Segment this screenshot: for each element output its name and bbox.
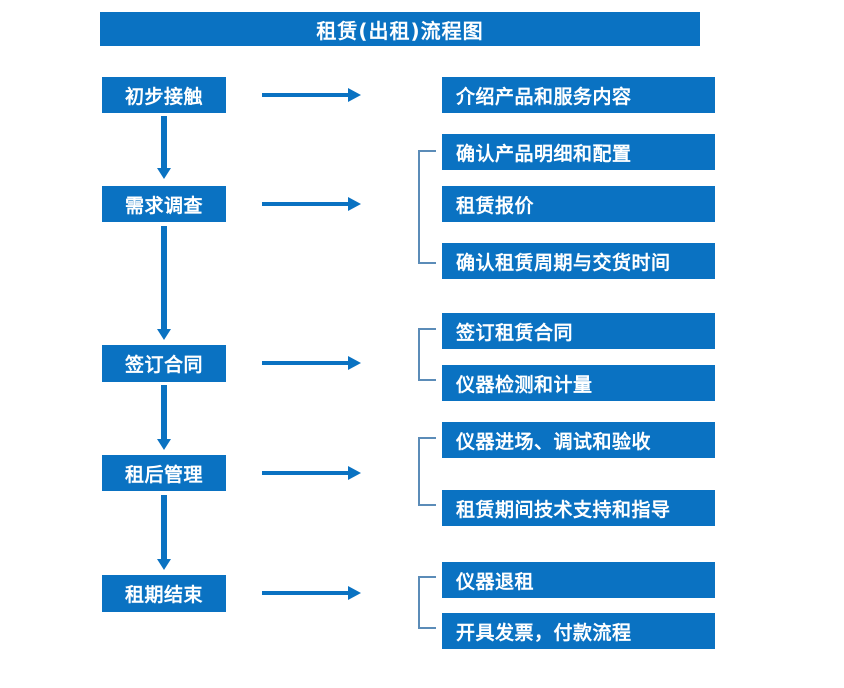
arrow-down-stage-3-to-4: [156, 385, 172, 451]
arrow-right-stage-4: [262, 465, 362, 481]
arrow-down-stage-2-to-3: [156, 226, 172, 341]
stage-box-rental-end[interactable]: 租期结束: [102, 575, 226, 612]
arrow-right-stage-1: [262, 87, 362, 103]
group-bracket-post-rental: [418, 437, 436, 506]
arrow-down-stage-4-to-5: [156, 495, 172, 571]
stage-box-post-rental-management[interactable]: 租后管理: [102, 455, 226, 491]
stage-box-demand-survey[interactable]: 需求调查: [102, 186, 226, 222]
arrow-right-stage-5: [262, 585, 362, 601]
chart-title: 租赁(出租)流程图: [100, 12, 700, 46]
group-bracket-sign-contract: [418, 328, 436, 381]
detail-box-technical-support[interactable]: 租赁期间技术支持和指导: [442, 490, 715, 526]
detail-box-instrument-return[interactable]: 仪器退租: [442, 562, 715, 598]
detail-box-sign-rental-contract[interactable]: 签订租赁合同: [442, 313, 715, 349]
arrow-right-stage-2: [262, 196, 362, 212]
detail-box-confirm-product-details[interactable]: 确认产品明细和配置: [442, 134, 715, 170]
arrow-down-stage-1-to-2: [156, 116, 172, 180]
detail-box-introduce-products[interactable]: 介绍产品和服务内容: [442, 77, 715, 113]
group-bracket-rental-end: [418, 576, 436, 629]
detail-box-rental-quotation[interactable]: 租赁报价: [442, 186, 715, 222]
arrow-right-stage-3: [262, 355, 362, 371]
detail-box-invoice-payment[interactable]: 开具发票，付款流程: [442, 613, 715, 649]
detail-box-instrument-entry-commission[interactable]: 仪器进场、调试和验收: [442, 422, 715, 458]
stage-box-sign-contract[interactable]: 签订合同: [102, 345, 226, 382]
detail-box-confirm-rental-period[interactable]: 确认租赁周期与交货时间: [442, 243, 715, 279]
detail-box-instrument-inspection[interactable]: 仪器检测和计量: [442, 365, 715, 401]
group-bracket-demand-survey: [418, 150, 436, 264]
stage-box-initial-contact[interactable]: 初步接触: [102, 77, 226, 113]
